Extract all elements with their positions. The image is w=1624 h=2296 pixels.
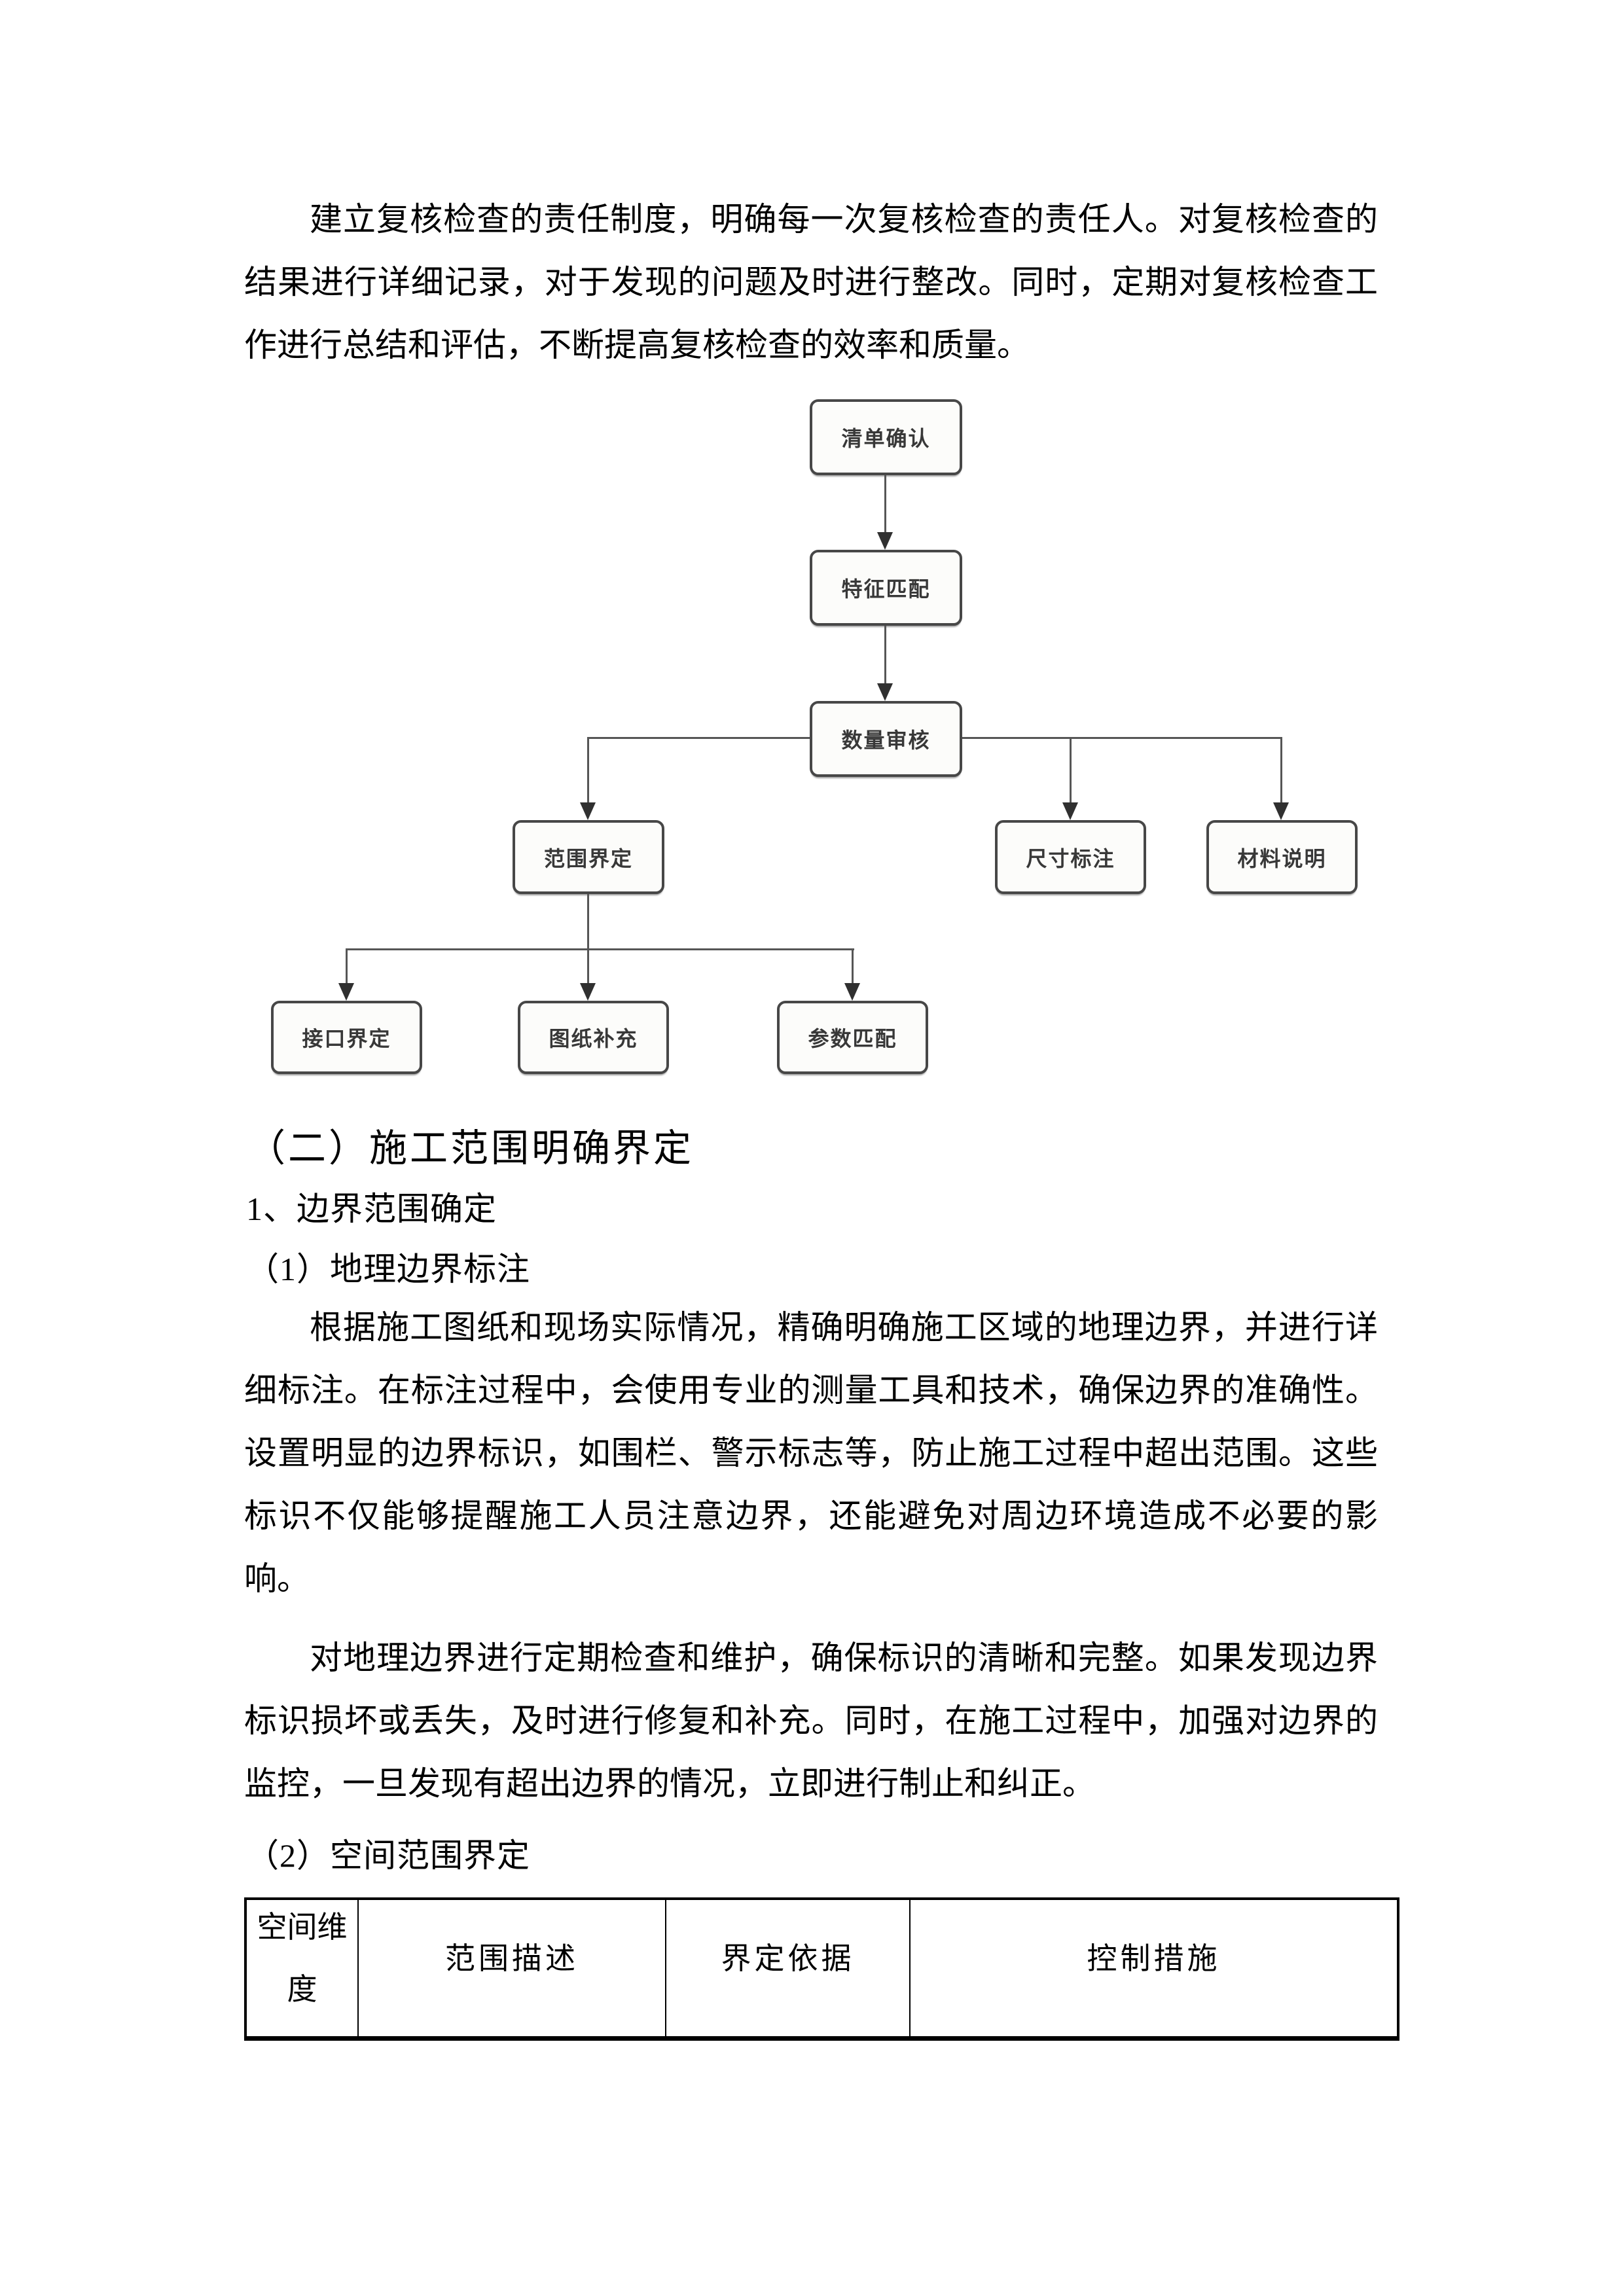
flowchart-node-feature-matching: 特征匹配 bbox=[810, 550, 962, 626]
heading-section-2: （二）施工范围明确界定 bbox=[247, 1127, 695, 1170]
table-header-control-measures: 控制措施 bbox=[1087, 1941, 1221, 1975]
table-header-definition-basis: 界定依据 bbox=[666, 1900, 911, 2036]
arrow-down-icon bbox=[1062, 802, 1078, 820]
flowchart-node-drawing-supplement: 图纸补充 bbox=[518, 1001, 669, 1074]
connector-to-interface bbox=[346, 948, 348, 984]
flowchart-node-parameter-matching: 参数匹配 bbox=[777, 1001, 928, 1074]
paragraph-boundary-maintenance: 对地理边界进行定期检查和维护，确保标识的清晰和完整。如果发现边界标识损坏或丢失，… bbox=[244, 1640, 1378, 1802]
flowchart-node-list-confirmation: 清单确认 bbox=[810, 399, 962, 475]
paragraph-geographic-boundary: 根据施工图纸和现场实际情况，精确明确施工区域的地理边界，并进行详细标注。在标注过… bbox=[244, 1309, 1378, 1597]
arrow-down-icon bbox=[877, 532, 893, 550]
heading-boundary-determination: 1、边界范围确定 bbox=[246, 1191, 497, 1227]
arrow-down-icon bbox=[877, 683, 893, 701]
spatial-scope-table: 空间维度 范围描述 界定依据 控制措施 bbox=[244, 1897, 1399, 2041]
connector-to-drawing bbox=[587, 948, 589, 984]
connector-feature-to-quantity bbox=[884, 626, 886, 683]
connector-to-dimension bbox=[1070, 737, 1072, 803]
paragraph-review-responsibility: 建立复核检查的责任制度，明确每一次复核检查的责任人。对复核检查的结果进行详细记录… bbox=[244, 201, 1378, 363]
arrow-down-icon bbox=[580, 983, 596, 1001]
heading-spatial-scope: （2）空间范围界定 bbox=[246, 1837, 530, 1874]
flowchart-node-scope-definition: 范围界定 bbox=[513, 820, 664, 894]
connector-to-scope bbox=[587, 737, 589, 803]
connector-quantity-right-bus bbox=[962, 737, 1282, 739]
connector-to-material bbox=[1280, 737, 1282, 803]
arrow-down-icon bbox=[338, 983, 354, 1001]
connector-scope-down bbox=[587, 894, 589, 950]
connector-scope-bus bbox=[346, 948, 854, 950]
arrow-down-icon bbox=[580, 802, 596, 820]
flowchart-node-dimension-annotation: 尺寸标注 bbox=[995, 820, 1146, 894]
arrow-down-icon bbox=[844, 983, 860, 1001]
heading-geographic-boundary: （1）地理边界标注 bbox=[246, 1251, 530, 1287]
flowchart-node-quantity-review: 数量审核 bbox=[810, 701, 962, 777]
flowchart-node-interface-definition: 接口界定 bbox=[271, 1001, 422, 1074]
table-header-scope-description: 范围描述 bbox=[359, 1900, 666, 2036]
connector-to-parameter bbox=[852, 948, 854, 984]
flowchart-node-material-description: 材料说明 bbox=[1206, 820, 1358, 894]
connector-quantity-left-bus bbox=[588, 737, 810, 739]
arrow-down-icon bbox=[1273, 802, 1289, 820]
table-header-spatial-dimension: 空间维度 bbox=[247, 1900, 359, 2036]
connector-list-to-feature bbox=[884, 475, 886, 533]
